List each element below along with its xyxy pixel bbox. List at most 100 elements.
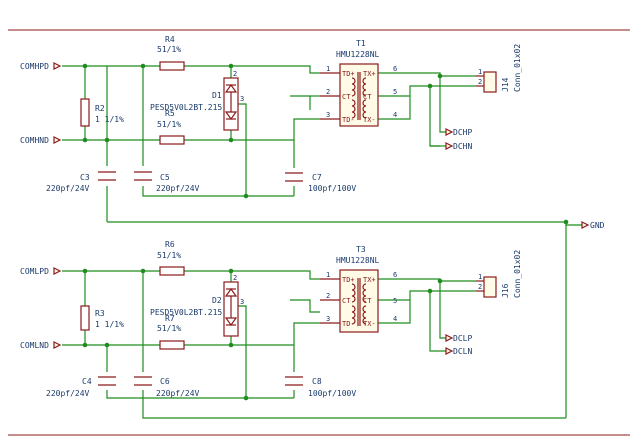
resistor-r2: R2 1 1/1% xyxy=(80,98,124,127)
svg-text:C6: C6 xyxy=(160,377,170,386)
resistor-r6: R6 51/1% xyxy=(157,240,185,276)
connector-j14: 1 2 J14 Conn_01x02 xyxy=(476,44,522,93)
port-comlnd: COMLND xyxy=(20,341,62,350)
svg-text:CT: CT xyxy=(363,297,372,305)
svg-text:TD-: TD- xyxy=(342,320,355,328)
svg-text:R2: R2 xyxy=(95,104,105,113)
svg-text:COMHND: COMHND xyxy=(20,136,49,145)
svg-text:TD+: TD+ xyxy=(342,276,355,284)
diode-d2: D2 PESD5V0L2BT.215 2 3 xyxy=(150,274,244,337)
svg-text:COMHPD: COMHPD xyxy=(20,62,49,71)
svg-text:COMLPD: COMLPD xyxy=(20,267,49,276)
svg-text:CT: CT xyxy=(363,93,372,101)
svg-text:5: 5 xyxy=(393,297,397,305)
svg-text:5: 5 xyxy=(393,88,397,96)
svg-text:DCHN: DCHN xyxy=(453,142,472,151)
svg-text:220pf/24V: 220pf/24V xyxy=(156,389,200,398)
port-gnd: GND xyxy=(581,221,605,230)
port-comlpd: COMLPD xyxy=(20,267,62,276)
transformer-t3: T3 HMU1228NL 1 2 3 6 5 4 TD+ CT TD- TX+ … xyxy=(320,245,397,333)
svg-text:J16: J16 xyxy=(501,283,510,298)
svg-text:51/1%: 51/1% xyxy=(157,120,181,129)
svg-text:100pf/100V: 100pf/100V xyxy=(308,184,356,193)
svg-text:3: 3 xyxy=(326,111,330,119)
port-dchp: DCHP xyxy=(445,128,472,137)
svg-text:R5: R5 xyxy=(165,109,175,118)
svg-text:3: 3 xyxy=(240,298,244,306)
svg-text:6: 6 xyxy=(393,271,397,279)
svg-text:J14: J14 xyxy=(501,77,510,92)
bottom-channel: COMLPD COMLND DCLP DCLN R6 51/1% R7 51/1… xyxy=(20,222,567,419)
svg-text:4: 4 xyxy=(393,315,397,323)
resistor-r5: R5 51/1% xyxy=(157,109,185,145)
port-dclp: DCLP xyxy=(445,334,472,343)
svg-text:T3: T3 xyxy=(356,245,366,254)
svg-text:PESD5V0L2BT.215: PESD5V0L2BT.215 xyxy=(150,103,222,112)
capacitor-c4: C4 220pf/24V xyxy=(46,376,116,398)
svg-text:4: 4 xyxy=(393,111,397,119)
top-wires xyxy=(62,65,582,226)
svg-text:TD+: TD+ xyxy=(342,70,355,78)
svg-text:DCLN: DCLN xyxy=(453,347,472,356)
svg-text:C3: C3 xyxy=(80,173,90,182)
svg-text:C5: C5 xyxy=(160,173,170,182)
svg-text:T1: T1 xyxy=(356,39,366,48)
svg-text:2: 2 xyxy=(326,88,330,96)
svg-text:PESD5V0L2BT.215: PESD5V0L2BT.215 xyxy=(150,308,222,317)
bottom-junctions xyxy=(82,268,443,401)
svg-text:D1: D1 xyxy=(212,91,222,100)
svg-text:1 1/1%: 1 1/1% xyxy=(95,115,124,124)
svg-text:2: 2 xyxy=(233,70,237,78)
svg-text:Conn_01x02: Conn_01x02 xyxy=(513,44,522,92)
svg-text:220pf/24V: 220pf/24V xyxy=(46,184,90,193)
svg-text:51/1%: 51/1% xyxy=(157,324,181,333)
svg-text:DCLP: DCLP xyxy=(453,334,472,343)
svg-text:CT: CT xyxy=(342,297,351,305)
svg-text:1: 1 xyxy=(478,273,482,281)
svg-text:DCHP: DCHP xyxy=(453,128,472,137)
svg-text:R3: R3 xyxy=(95,309,105,318)
diode-d1: D1 PESD5V0L2BT.215 2 3 xyxy=(150,70,244,131)
resistor-r7: R7 51/1% xyxy=(157,314,185,350)
svg-text:220pf/24V: 220pf/24V xyxy=(46,389,90,398)
svg-text:TD-: TD- xyxy=(342,116,355,124)
svg-text:D2: D2 xyxy=(212,296,222,305)
svg-text:51/1%: 51/1% xyxy=(157,251,181,260)
svg-text:2: 2 xyxy=(478,283,482,291)
svg-text:3: 3 xyxy=(240,95,244,103)
svg-text:R4: R4 xyxy=(165,35,175,44)
svg-text:C7: C7 xyxy=(312,173,322,182)
port-dchn: DCHN xyxy=(445,142,472,151)
capacitor-c8: C8 100pf/100V xyxy=(285,376,356,398)
svg-text:6: 6 xyxy=(393,65,397,73)
port-comhpd: COMHPD xyxy=(20,62,62,71)
svg-text:HMU1228NL: HMU1228NL xyxy=(336,50,380,59)
svg-text:CT: CT xyxy=(342,93,351,101)
capacitor-c7: C7 100pf/100V xyxy=(285,172,356,193)
svg-text:1: 1 xyxy=(326,271,330,279)
svg-text:220pf/24V: 220pf/24V xyxy=(156,184,200,193)
svg-text:C8: C8 xyxy=(312,377,322,386)
svg-text:TX-: TX- xyxy=(363,320,376,328)
connector-j16: 1 2 J16 Conn_01x02 xyxy=(476,250,522,298)
svg-text:COMLND: COMLND xyxy=(20,341,49,350)
resistor-r3: R3 1 1/1% xyxy=(80,305,124,331)
svg-text:C4: C4 xyxy=(82,377,92,386)
svg-text:1: 1 xyxy=(478,68,482,76)
svg-text:GND: GND xyxy=(590,221,605,230)
capacitor-c5: C5 220pf/24V xyxy=(134,171,200,193)
capacitor-c3: C3 220pf/24V xyxy=(46,171,116,193)
svg-text:TX+: TX+ xyxy=(363,276,376,284)
top-channel: COMHPD COMHND DCHP DCHN GND R4 51/1% R5 xyxy=(20,35,605,230)
port-dcln: DCLN xyxy=(445,347,472,356)
svg-text:100pf/100V: 100pf/100V xyxy=(308,389,356,398)
svg-text:R6: R6 xyxy=(165,240,175,249)
capacitor-c6: C6 220pf/24V xyxy=(134,376,200,398)
svg-text:TX+: TX+ xyxy=(363,70,376,78)
svg-text:2: 2 xyxy=(478,78,482,86)
svg-text:HMU1228NL: HMU1228NL xyxy=(336,256,380,265)
svg-text:51/1%: 51/1% xyxy=(157,45,181,54)
port-comhnd: COMHND xyxy=(20,136,62,145)
svg-text:2: 2 xyxy=(233,274,237,282)
